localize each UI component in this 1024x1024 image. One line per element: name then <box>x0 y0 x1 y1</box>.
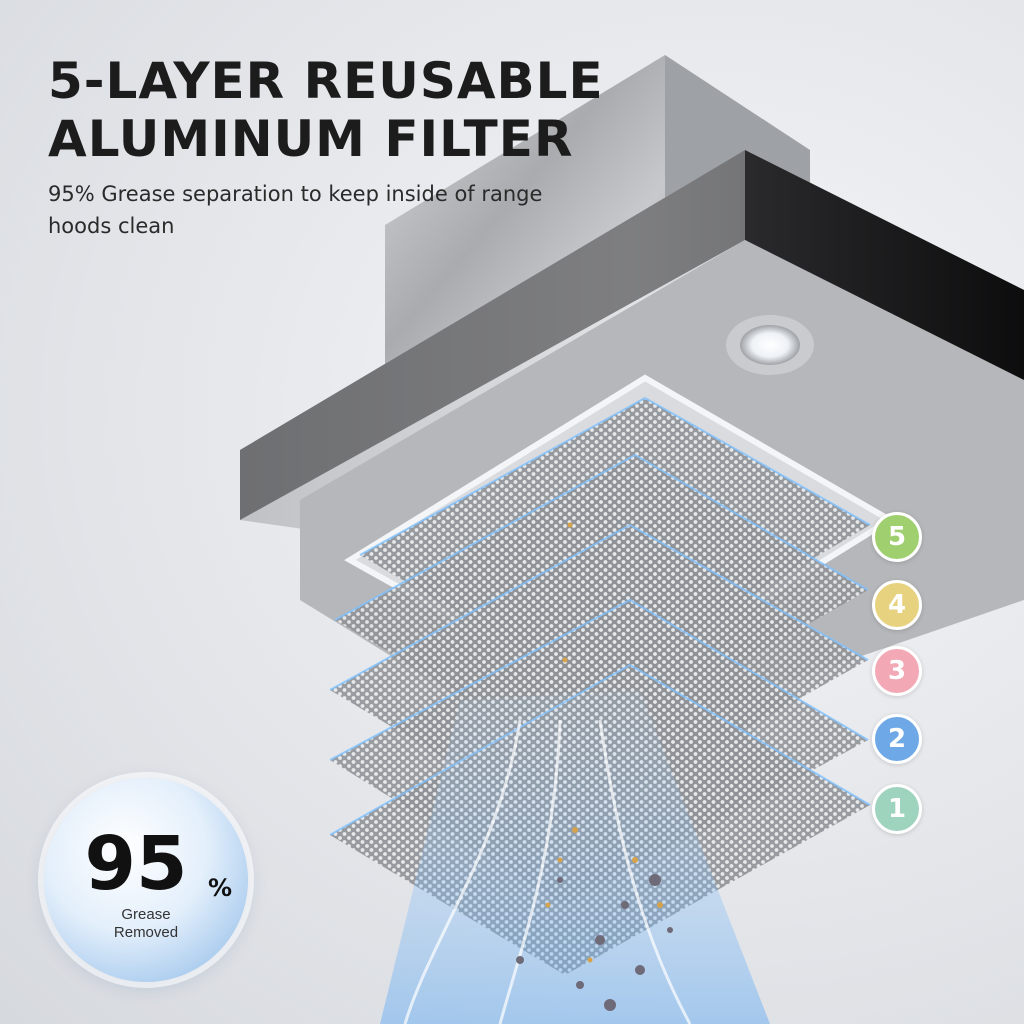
layer-badge-3: 3 <box>872 646 922 696</box>
layer-badge-1: 1 <box>872 784 922 834</box>
badge-label-line-2: Removed <box>113 924 179 941</box>
badge-unit: % <box>208 874 233 902</box>
airflow-icon <box>380 690 770 1024</box>
badge-value: 95 <box>84 821 188 907</box>
grease-removed-badge: 95 % Grease Removed <box>44 778 248 982</box>
layer-badge-5: 5 <box>872 512 922 562</box>
headline-line-2: ALUMINUM FILTER <box>48 110 574 168</box>
badge-label-line-1: Grease <box>121 906 171 923</box>
layer-badge-2: 2 <box>872 714 922 764</box>
layer-badge-4: 4 <box>872 580 922 630</box>
headline-line-1: 5-LAYER REUSABLE <box>48 52 604 110</box>
headline: 5-LAYER REUSABLE ALUMINUM FILTER <box>48 52 668 168</box>
subtitle: 95% Grease separation to keep inside of … <box>48 182 543 238</box>
